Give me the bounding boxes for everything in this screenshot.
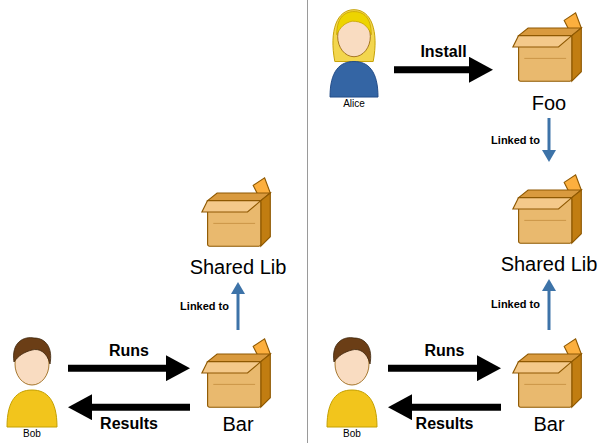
package-icon xyxy=(200,168,276,256)
action-arrow xyxy=(394,66,469,73)
node-label: Bar xyxy=(222,413,253,436)
link-arrow xyxy=(237,294,240,330)
person-figure: Bob xyxy=(322,328,382,440)
divider-line xyxy=(307,0,308,443)
node-label: Bob xyxy=(343,428,361,440)
arrow-label: Linked to xyxy=(178,300,231,313)
package-box: Shared Lib xyxy=(490,165,608,276)
package-icon xyxy=(511,333,587,413)
person-icon xyxy=(322,328,382,428)
package-icon xyxy=(511,165,587,253)
arrow-label: Runs xyxy=(107,342,151,360)
action-arrow xyxy=(92,404,190,411)
package-icon xyxy=(511,2,587,92)
node-label: Shared Lib xyxy=(501,253,598,276)
person-figure: Alice xyxy=(322,2,386,110)
person-icon xyxy=(323,2,385,98)
action-arrow xyxy=(68,365,166,372)
arrow-label: Linked to xyxy=(489,298,542,311)
link-arrow xyxy=(548,118,551,150)
package-box: Shared Lib xyxy=(175,168,301,279)
node-label: Bar xyxy=(533,413,564,436)
package-box: Foo xyxy=(501,2,597,115)
arrow-label: Linked to xyxy=(489,134,542,147)
node-label: Alice xyxy=(343,98,365,110)
node-label: Foo xyxy=(532,92,566,115)
node-label: Shared Lib xyxy=(190,256,287,279)
arrow-label: Results xyxy=(98,415,160,433)
arrow-label: Results xyxy=(414,415,476,433)
action-arrow xyxy=(388,365,477,372)
package-icon xyxy=(200,333,276,413)
arrow-label: Install xyxy=(418,43,468,61)
link-arrow xyxy=(548,291,551,330)
package-box: Bar xyxy=(196,333,280,436)
person-figure: Bob xyxy=(2,328,62,440)
action-arrow xyxy=(412,404,501,411)
person-icon xyxy=(2,328,62,428)
arrow-label: Runs xyxy=(423,342,467,360)
package-box: Bar xyxy=(507,333,591,436)
node-label: Bob xyxy=(23,428,41,440)
